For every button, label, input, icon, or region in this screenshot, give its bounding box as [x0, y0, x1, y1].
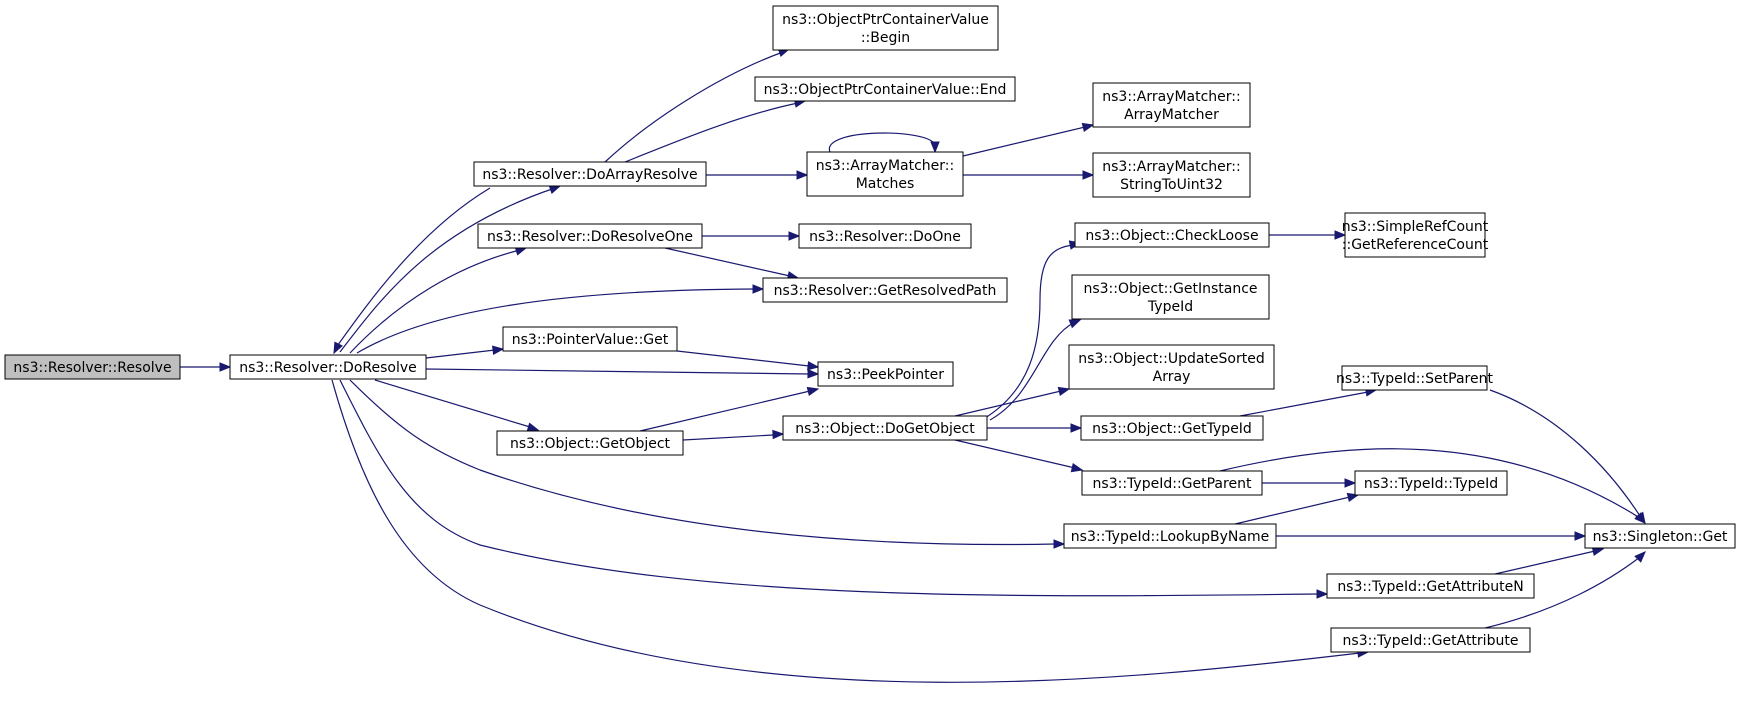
edge-doGetObject-to-getInstanceTypeId [989, 319, 1082, 421]
node-label: ns3::SimpleRefCount [1342, 219, 1489, 235]
edge-lookupByName-to-typeIdCtor [1234, 492, 1360, 525]
edge-doArrayResolve-to-matches [706, 170, 809, 180]
node-label: ns3::ObjectPtrContainerValue::End [764, 82, 1007, 98]
edge-doGetObject-to-getParent [954, 439, 1084, 473]
node-label: ns3::Singleton::Get [1593, 529, 1728, 545]
node-label: ns3::Object::UpdateSorted [1078, 351, 1264, 367]
node-do-resolve-one[interactable]: ns3::Resolver::DoResolveOne [477, 223, 703, 249]
edge-doGetObject-to-getTypeId [987, 423, 1083, 433]
edge-matches-to-matches [829, 132, 940, 154]
node-begin[interactable]: ns3::ObjectPtrContainerValue::Begin [772, 5, 999, 51]
node-label: ::Begin [861, 30, 910, 46]
node-get-parent[interactable]: ns3::TypeId::GetParent [1081, 470, 1263, 496]
node-label: ArrayMatcher [1124, 107, 1219, 123]
node-label: ns3::Resolver::DoResolve [239, 360, 417, 376]
node-label: ns3::TypeId::TypeId [1364, 476, 1498, 492]
node-type-id-ctor[interactable]: ns3::TypeId::TypeId [1354, 470, 1508, 496]
edge-doArrayResolve-to-begin [604, 47, 791, 163]
edge-matches-to-stringToUint32 [963, 170, 1095, 180]
edge-doResolve-to-getAttributeN [339, 379, 1329, 599]
node-label: ns3::Resolver::DoArrayResolve [482, 167, 697, 183]
edge-doResolve-to-doResolveOne [349, 246, 528, 354]
node-label: ns3::ObjectPtrContainerValue [782, 12, 989, 28]
edge-checkLoose-to-getReferenceCount [1269, 230, 1347, 240]
edge-doResolve-to-lookupByName [349, 379, 1066, 549]
edge-lookupByName-to-singletonGet [1276, 531, 1587, 541]
node-do-one[interactable]: ns3::Resolver::DoOne [798, 223, 972, 249]
node-label: ns3::Resolver::GetResolvedPath [774, 283, 997, 299]
node-label: ns3::PeekPointer [827, 367, 944, 383]
edge-doResolveOne-to-getResolvedPath [664, 247, 800, 281]
edge-matches-to-arrayMatcherCtor [962, 122, 1095, 157]
node-lookup-by-name[interactable]: ns3::TypeId::LookupByName [1063, 523, 1277, 549]
node-label: ::GetReferenceCount [1342, 237, 1489, 253]
edge-doResolve-to-getResolvedPath [356, 284, 765, 354]
node-set-parent[interactable]: ns3::TypeId::SetParent [1336, 365, 1493, 391]
edge-getTypeId-to-setParent [1239, 387, 1378, 417]
edge-doArrayResolve-to-end [624, 98, 807, 163]
node-label: Matches [856, 176, 915, 192]
node-label: ns3::ArrayMatcher:: [816, 158, 955, 174]
node-label: ns3::TypeId::SetParent [1336, 371, 1493, 387]
node-get-attribute[interactable]: ns3::TypeId::GetAttribute [1330, 627, 1531, 653]
node-peek-pointer[interactable]: ns3::PeekPointer [817, 361, 954, 387]
node-do-array-resolve[interactable]: ns3::Resolver::DoArrayResolve [473, 161, 707, 187]
node-pointer-get[interactable]: ns3::PointerValue::Get [502, 326, 678, 352]
node-label: ns3::Resolver::DoOne [809, 229, 961, 245]
node-matches[interactable]: ns3::ArrayMatcher::Matches [806, 151, 964, 197]
node-label: ns3::Resolver::DoResolveOne [487, 229, 693, 245]
node-label: ns3::Object::DoGetObject [795, 421, 975, 437]
node-label: ns3::TypeId::LookupByName [1071, 529, 1269, 545]
node-do-get-object[interactable]: ns3::Object::DoGetObject [782, 415, 988, 441]
node-label: ns3::Resolver::Resolve [13, 360, 171, 376]
edge-doGetObject-to-updateSortedArray [954, 386, 1071, 417]
node-get-type-id[interactable]: ns3::Object::GetTypeId [1080, 415, 1264, 441]
edge-doResolve-to-peekPointer [425, 368, 820, 379]
edge-pointerGet-to-peekPointer [676, 350, 820, 371]
edge-resolve-to-doResolve [180, 362, 232, 372]
edge-setParent-to-singletonGet [1489, 389, 1646, 525]
node-label: ns3::TypeId::GetAttributeN [1337, 579, 1523, 595]
node-label: StringToUint32 [1120, 177, 1223, 193]
edge-objGetObject-to-peekPointer [639, 386, 820, 432]
node-obj-get-object[interactable]: ns3::Object::GetObject [496, 430, 684, 456]
node-string-to-uint32[interactable]: ns3::ArrayMatcher::StringToUint32 [1092, 152, 1251, 198]
node-end[interactable]: ns3::ObjectPtrContainerValue::End [754, 76, 1016, 102]
node-get-reference-count[interactable]: ns3::SimpleRefCount::GetReferenceCount [1342, 212, 1489, 258]
node-label: TypeId [1147, 299, 1193, 315]
node-array-matcher-ctor[interactable]: ns3::ArrayMatcher::ArrayMatcher [1092, 82, 1251, 128]
node-check-loose[interactable]: ns3::Object::CheckLoose [1074, 222, 1270, 248]
node-singleton-get[interactable]: ns3::Singleton::Get [1584, 523, 1736, 549]
node-get-attribute-n[interactable]: ns3::TypeId::GetAttributeN [1326, 573, 1535, 599]
edge-doResolve-to-objGetObject [374, 379, 540, 432]
edge-getAttribute-to-singletonGet [1484, 551, 1646, 629]
node-get-resolved-path[interactable]: ns3::Resolver::GetResolvedPath [762, 277, 1008, 303]
node-label: ns3::TypeId::GetParent [1093, 476, 1252, 492]
node-label: ns3::PointerValue::Get [512, 332, 669, 348]
edge-getParent-to-typeIdCtor [1262, 478, 1357, 488]
node-label: ns3::ArrayMatcher:: [1102, 159, 1241, 175]
edge-getAttributeN-to-singletonGet [1494, 546, 1605, 575]
edge-doArrayResolve-to-doResolve [333, 187, 491, 355]
node-label: ns3::ArrayMatcher:: [1102, 89, 1241, 105]
node-label: ns3::Object::GetTypeId [1092, 421, 1252, 437]
node-label: ns3::Object::CheckLoose [1085, 228, 1258, 244]
node-label: Array [1153, 369, 1191, 385]
node-label: ns3::Object::GetObject [510, 436, 671, 452]
node-do-resolve[interactable]: ns3::Resolver::DoResolve [229, 354, 427, 380]
node-label: ns3::Object::GetInstance [1083, 281, 1257, 297]
edge-doResolve-to-pointerGet [425, 345, 505, 359]
edge-objGetObject-to-doGetObject [682, 429, 785, 441]
node-label: ns3::TypeId::GetAttribute [1343, 633, 1519, 649]
edge-doResolveOne-to-doOne [702, 231, 801, 241]
node-resolve[interactable]: ns3::Resolver::Resolve [4, 354, 181, 380]
